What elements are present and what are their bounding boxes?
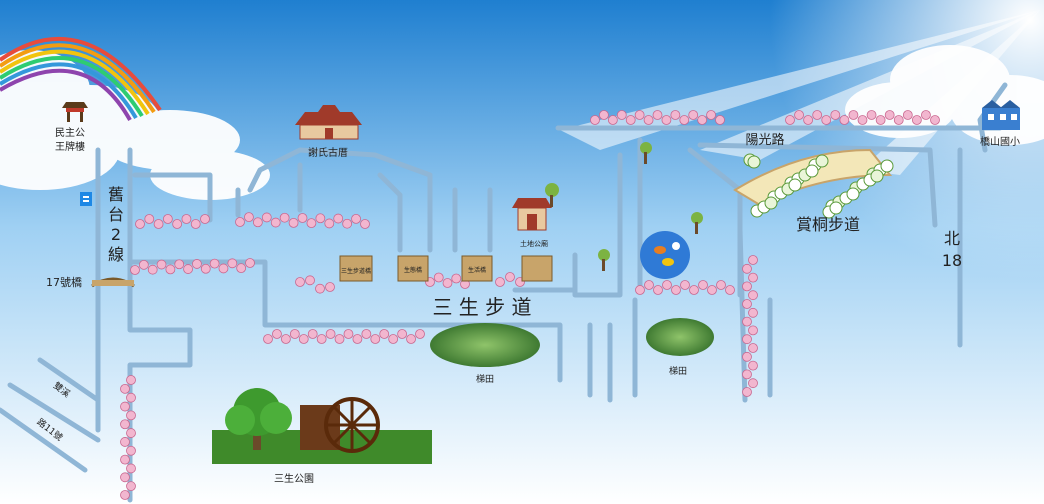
label-road2-1: 舊	[108, 185, 124, 204]
label-road2-4: 線	[108, 245, 124, 264]
label-terrace-field-1: 梯田	[476, 373, 494, 385]
label-xie-ancestral-hall: 謝氏古厝	[308, 146, 348, 159]
label-terrace-field-2: 梯田	[669, 365, 687, 377]
waterwheel-icon	[300, 397, 380, 453]
label-north-18-b: 18	[942, 251, 962, 270]
label-north-18-a: 北	[944, 229, 960, 248]
label-bridge-c: 生活橋	[468, 266, 486, 274]
label-land-god-temple: 土地公廟	[520, 239, 548, 248]
label-bridge-b: 生態橋	[404, 266, 422, 274]
sansheng-park-illustration	[212, 388, 432, 464]
pailou-arch-icon	[62, 102, 88, 122]
label-road2-2: 台	[108, 205, 124, 224]
label-shang-tong-trail: 賞桐步道	[796, 215, 860, 234]
school-building-icon	[982, 100, 1020, 130]
tree-icon	[225, 388, 292, 450]
small-trees	[545, 142, 703, 271]
label-bridge-a: 三生步道橋	[341, 267, 371, 275]
clouds	[0, 45, 1044, 200]
ancestral-hall-icon	[295, 105, 362, 140]
rainbow-icon	[0, 36, 162, 121]
map-labels: 民主公 王牌樓 謝氏古厝 陽光路 橋山國小 賞桐步道 北 18 舊 台 2 線 …	[35, 127, 1020, 485]
bus-stop-icon	[80, 192, 92, 206]
trail-bridges	[339, 255, 553, 282]
label-minzhu-1: 民主公	[55, 127, 85, 139]
land-god-temple-icon	[512, 198, 552, 231]
label-yangguang-road: 陽光路	[745, 132, 784, 148]
tung-blossom-trail	[733, 148, 894, 219]
koi-pond-icon	[640, 231, 690, 279]
label-sansheng-trail: 三 生 步 道	[432, 295, 531, 319]
label-sansheng-park: 三生公園	[274, 472, 314, 485]
bridge-17-icon	[91, 277, 135, 288]
label-minzhu-2: 王牌樓	[55, 140, 85, 153]
cherry-blossom-rows	[120, 110, 940, 500]
terrace-field-2-image	[646, 318, 714, 356]
terrace-field-1-image	[430, 323, 540, 367]
label-qiaoshan-school: 橋山國小	[980, 135, 1020, 148]
road-network	[0, 82, 1008, 503]
label-road2-3: 2	[111, 225, 121, 244]
label-bridge-17: 17號橋	[46, 275, 82, 289]
